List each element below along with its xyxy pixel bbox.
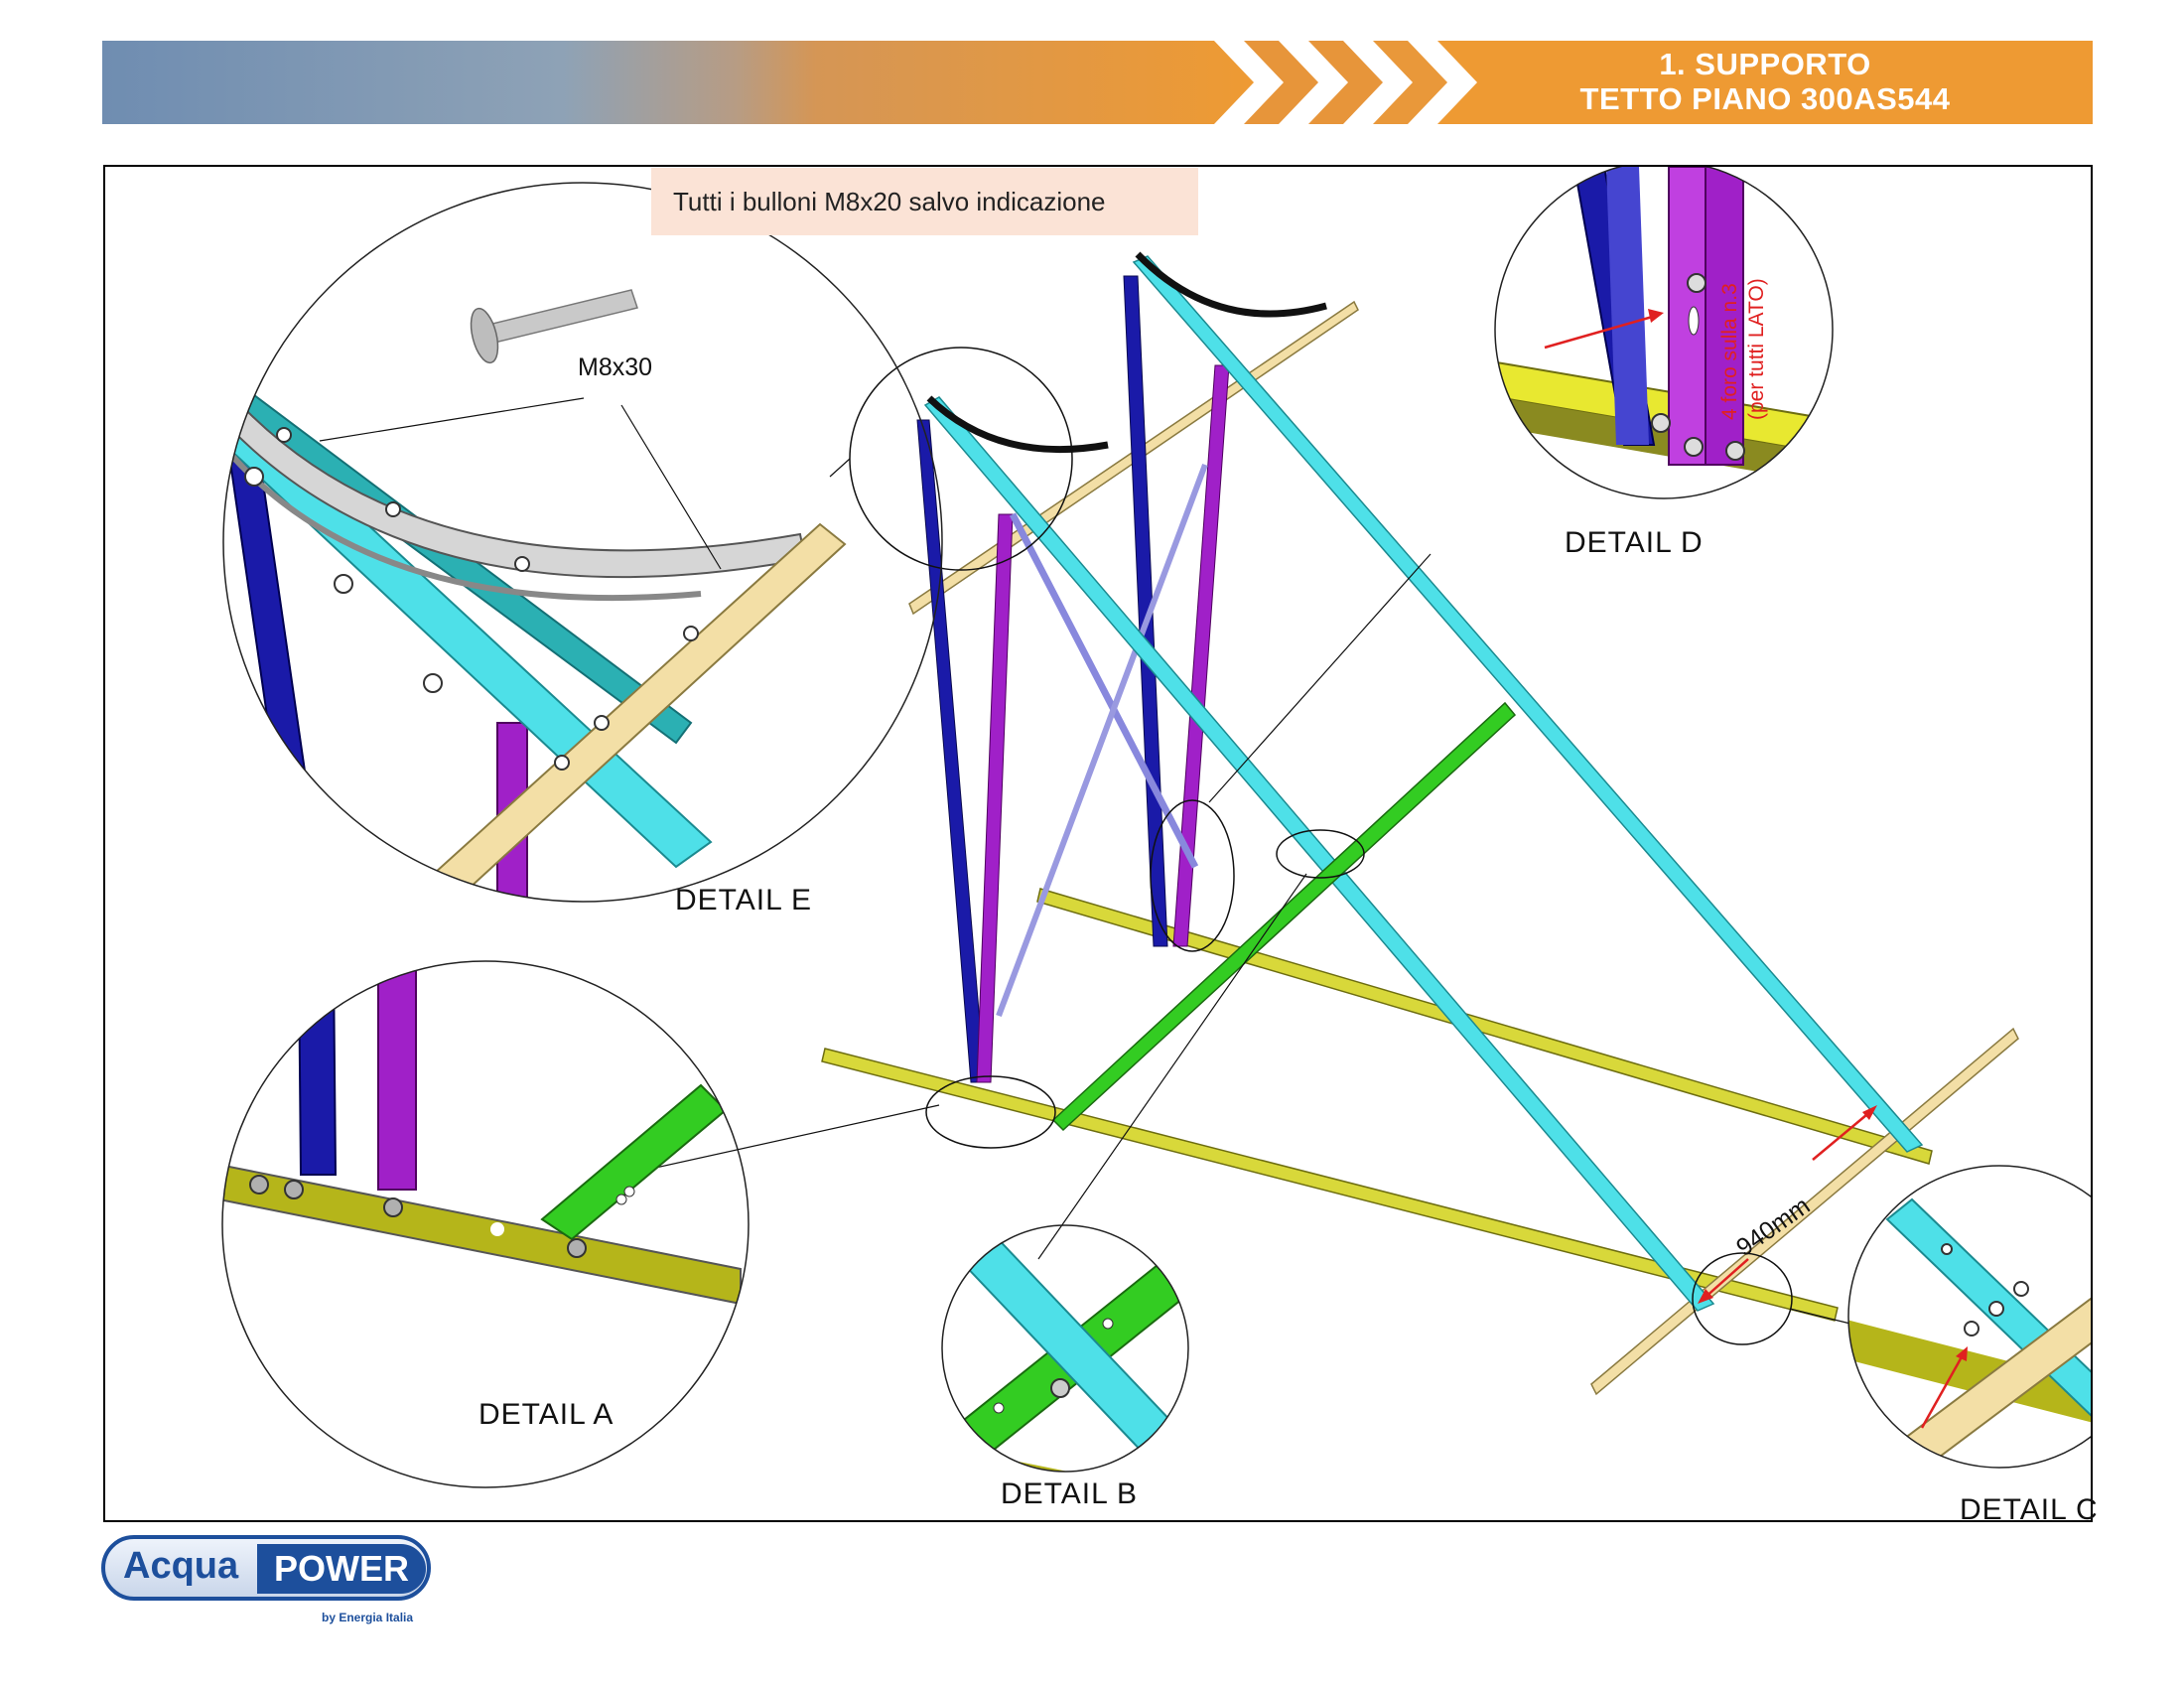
bolt-note: Tutti i bulloni M8x20 salvo indicazione	[651, 168, 1198, 235]
brace-2	[996, 463, 1208, 1018]
detail-d-view	[1494, 167, 1834, 499]
page-title-line-1: 1. SUPPORTO	[1659, 47, 1871, 81]
logo-power-text: POWER	[257, 1544, 426, 1594]
logo-byline: by Energia Italia	[322, 1611, 414, 1624]
detail-a-label: DETAIL A	[478, 1398, 614, 1431]
page-title-line-2: TETTO PIANO 300AS544	[1579, 81, 1951, 116]
logo-acqua-text: Acqua	[123, 1545, 239, 1587]
front-blue-leg	[916, 419, 986, 1083]
front-purple-leg	[976, 513, 1014, 1083]
marker-detail-d	[1150, 799, 1235, 952]
rear-base-rail	[1036, 888, 1933, 1165]
detail-b-label: DETAIL B	[1001, 1477, 1139, 1510]
detail-b-view	[941, 1224, 1189, 1473]
drawing-frame: Tutti i bulloni M8x20 salvo indicazione …	[103, 165, 2098, 1526]
acquapower-logo: Acqua POWER by Energia Italia	[101, 1535, 439, 1642]
marker-detail-c	[1692, 1252, 1793, 1345]
bolt-size-label: M8x30	[578, 353, 653, 381]
detail-e-view	[222, 182, 943, 903]
marker-detail-a	[925, 1075, 1056, 1149]
detail-d-label: DETAIL D	[1565, 526, 1704, 559]
main-assembly	[601, 251, 2019, 1396]
green-brace	[1051, 701, 1517, 1132]
logo-pill: Acqua POWER	[101, 1535, 431, 1601]
bolt-m8x30-icon	[470, 289, 638, 364]
detail-e-label: DETAIL E	[675, 884, 813, 916]
side-note-line-2: (per tutti LATO)	[1745, 278, 1768, 420]
detail-c-view	[1847, 1165, 2091, 1469]
assembly-drawing	[221, 167, 2091, 1488]
brace-1	[1009, 512, 1199, 869]
detail-c-label: DETAIL C	[1960, 1493, 2099, 1526]
marker-detail-b	[1276, 829, 1365, 879]
detail-a-view	[221, 960, 750, 1488]
rear-blue-leg	[1123, 275, 1168, 947]
header-banner: 1. SUPPORTO TETTO PIANO 300AS544	[102, 41, 2093, 124]
rear-saddle	[1135, 251, 1327, 318]
rear-purple-leg	[1172, 364, 1230, 947]
side-note-line-1: 4 foro sulla n.3	[1718, 283, 1741, 420]
header-arrow-graphic	[102, 41, 2093, 124]
front-saddle	[926, 395, 1109, 454]
